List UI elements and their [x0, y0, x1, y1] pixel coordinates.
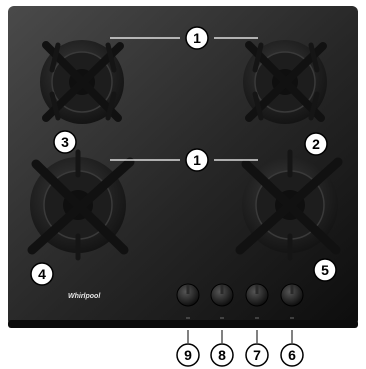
callout-marker-9: 9: [176, 343, 200, 367]
callout-marker-2: 2: [304, 132, 328, 156]
svg-text:5: 5: [321, 262, 329, 278]
svg-text:3: 3: [61, 134, 69, 150]
svg-text:6: 6: [288, 347, 296, 363]
svg-text:4: 4: [38, 266, 46, 282]
callout-marker-4: 4: [30, 262, 54, 286]
knob-callout-leaders: [187, 330, 293, 343]
svg-text:2: 2: [312, 136, 320, 152]
svg-text:1: 1: [193, 30, 201, 46]
callout-marker-6: 6: [280, 343, 304, 367]
svg-text:9: 9: [184, 347, 192, 363]
knob-1[interactable]: [176, 283, 200, 307]
knob-3[interactable]: [245, 283, 269, 307]
callout-leader-lines: [110, 37, 258, 161]
glass-edge: [8, 320, 358, 328]
callout-marker-5: 5: [313, 258, 337, 282]
callout-marker-8: 8: [210, 343, 234, 367]
burner-bottom-right: [235, 149, 343, 261]
callout-marker-1-top: 1: [185, 26, 209, 50]
callout-marker-3: 3: [53, 130, 77, 154]
callout-marker-1-mid: 1: [185, 148, 209, 172]
knob-2[interactable]: [210, 283, 234, 307]
svg-text:7: 7: [253, 347, 261, 363]
burner-top-left: [40, 40, 124, 124]
svg-text:8: 8: [218, 347, 226, 363]
burner-bottom-left: [27, 149, 135, 261]
brand-logo: Whirlpool: [68, 293, 101, 300]
knob-4[interactable]: [280, 283, 304, 307]
burner-top-right: [243, 40, 327, 124]
svg-text:1: 1: [193, 152, 201, 168]
callout-marker-7: 7: [245, 343, 269, 367]
